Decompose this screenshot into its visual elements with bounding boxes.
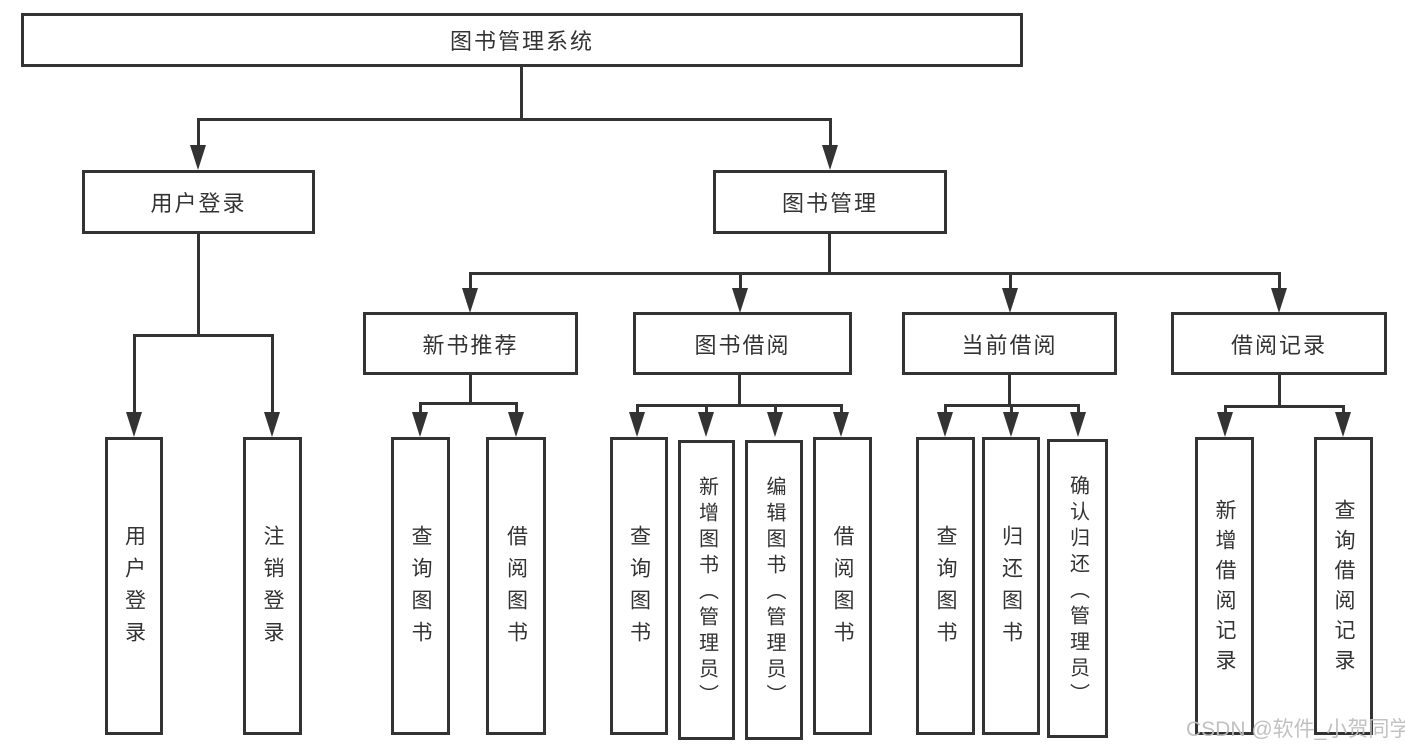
connector-bb-query bbox=[636, 404, 639, 416]
arrowhead-cb-return bbox=[1003, 412, 1019, 437]
connector-user-login-stem bbox=[197, 234, 200, 337]
node-leaf-nb-borrow-books: 借阅图书 bbox=[486, 437, 546, 735]
connector-book-management-rail bbox=[469, 272, 1281, 275]
connector-root-stem bbox=[520, 65, 523, 120]
node-borrow-records: 借阅记录 bbox=[1171, 312, 1387, 375]
connector-cb-return bbox=[1010, 404, 1013, 416]
node-leaf-br-add-record: 新增借阅记录 bbox=[1195, 437, 1254, 735]
connector-br-query bbox=[1342, 405, 1345, 416]
connector-to-current-borrow bbox=[1009, 272, 1012, 292]
arrowhead-cb-confirm bbox=[1070, 412, 1086, 437]
node-leaf-logout-action: 注销登录 bbox=[243, 437, 302, 735]
connector-borrow-records-rail bbox=[1224, 405, 1345, 408]
connector-book-borrow-rail bbox=[636, 404, 843, 407]
connector-to-book-management bbox=[829, 118, 832, 150]
csdn-watermark: CSDN @软件_小贺同学 bbox=[1186, 718, 1405, 741]
connector-to-login-action bbox=[133, 334, 136, 416]
connector-br-add bbox=[1224, 405, 1227, 416]
arrowhead-cb-query bbox=[937, 412, 953, 437]
connector-cb-confirm bbox=[1077, 404, 1080, 416]
connector-to-book-borrow bbox=[739, 272, 742, 292]
node-leaf-br-query-record: 查询借阅记录 bbox=[1314, 437, 1373, 735]
connector-user-login-rail bbox=[133, 334, 274, 337]
node-book-borrow: 图书借阅 bbox=[633, 312, 852, 375]
node-root: 图书管理系统 bbox=[21, 13, 1023, 67]
arrowhead-new-book bbox=[462, 288, 478, 313]
node-leaf-bb-query-books: 查询图书 bbox=[610, 437, 668, 735]
arrowhead-logout-action bbox=[264, 412, 280, 437]
node-leaf-cb-query-books: 查询图书 bbox=[916, 437, 975, 735]
arrowhead-br-query bbox=[1335, 412, 1351, 437]
connector-to-logout-action bbox=[271, 334, 274, 416]
arrowhead-bb-borrow bbox=[833, 412, 849, 437]
node-book-management: 图书管理 bbox=[713, 170, 947, 234]
arrowhead-bb-edit bbox=[767, 412, 783, 437]
node-leaf-bb-borrow-books: 借阅图书 bbox=[813, 437, 872, 735]
connector-nb-borrow bbox=[515, 402, 518, 416]
node-current-borrow: 当前借阅 bbox=[902, 312, 1117, 375]
arrowhead-book-management bbox=[822, 145, 838, 170]
node-leaf-bb-edit-books-admin: 编辑图书（管理员） bbox=[745, 440, 803, 740]
arrowhead-book-borrow bbox=[732, 288, 748, 313]
connector-cb-query bbox=[944, 404, 947, 416]
connector-to-borrow-records bbox=[1278, 272, 1281, 292]
arrowhead-current-borrow bbox=[1002, 288, 1018, 313]
node-leaf-nb-query-books: 查询图书 bbox=[391, 437, 450, 735]
arrowhead-user-login bbox=[190, 145, 206, 170]
arrowhead-br-add bbox=[1217, 412, 1233, 437]
connector-book-borrow-stem bbox=[738, 375, 741, 406]
node-leaf-user-login-action: 用户登录 bbox=[105, 437, 163, 735]
connector-book-management-stem bbox=[828, 234, 831, 275]
node-leaf-bb-add-books-admin: 新增图书（管理员） bbox=[678, 440, 735, 740]
connector-current-borrow-stem bbox=[1008, 375, 1011, 406]
node-leaf-cb-return-books: 归还图书 bbox=[982, 437, 1040, 735]
connector-bb-add bbox=[705, 404, 708, 416]
connector-to-user-login bbox=[197, 118, 200, 150]
arrowhead-bb-query bbox=[629, 412, 645, 437]
connector-root-rail bbox=[197, 118, 832, 121]
connector-bb-borrow bbox=[840, 404, 843, 416]
connector-bb-edit bbox=[774, 404, 777, 416]
node-user-login: 用户登录 bbox=[82, 170, 315, 234]
arrowhead-login-action bbox=[126, 412, 142, 437]
node-new-book-recommend: 新书推荐 bbox=[363, 312, 578, 375]
arrowhead-nb-borrow bbox=[508, 412, 524, 437]
arrowhead-borrow-records bbox=[1271, 288, 1287, 313]
connector-nb-query bbox=[419, 402, 422, 416]
connector-new-book-rail bbox=[419, 402, 518, 405]
connector-borrow-records-stem bbox=[1278, 375, 1281, 407]
arrowhead-nb-query bbox=[412, 412, 428, 437]
connector-new-book-stem bbox=[469, 375, 472, 404]
connector-to-new-book bbox=[469, 272, 472, 292]
arrowhead-bb-add bbox=[698, 412, 714, 437]
node-leaf-cb-confirm-return-admin: 确认归还（管理员） bbox=[1047, 439, 1108, 738]
